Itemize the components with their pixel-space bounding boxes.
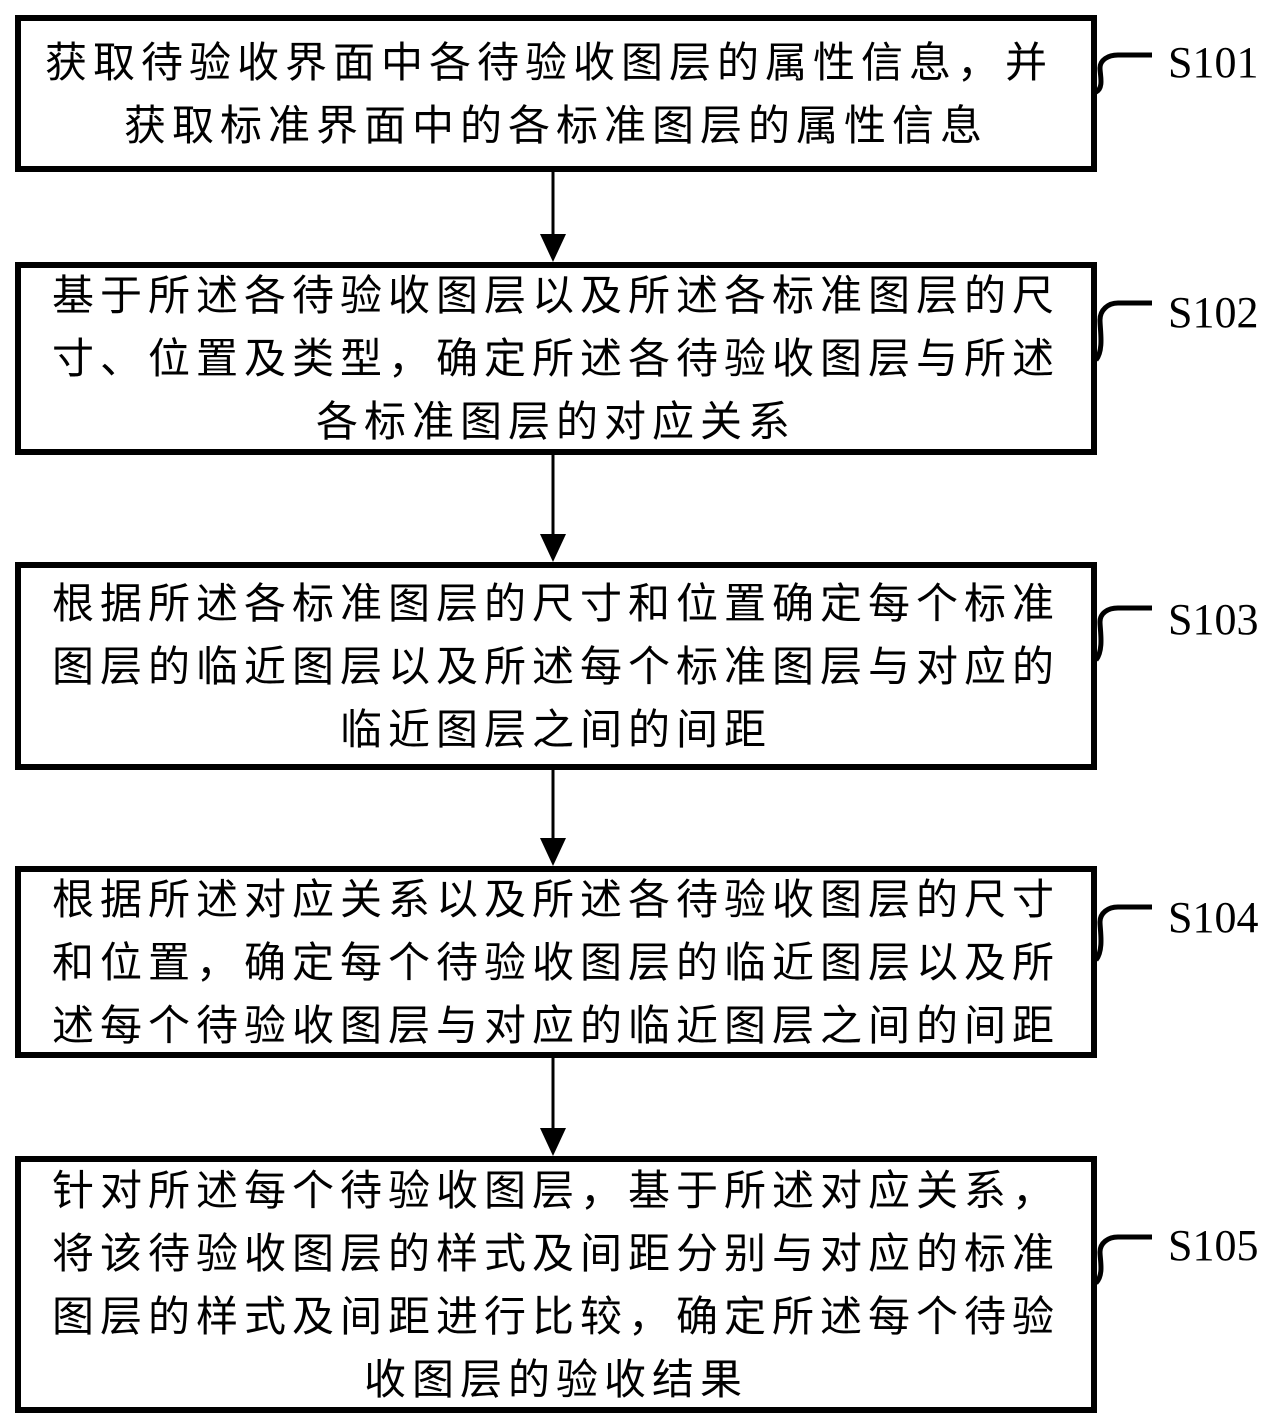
step-text-line: 基于所述各待验收图层以及所述各标准图层的尺 <box>51 271 1060 320</box>
arrowhead-icon <box>540 1128 566 1156</box>
arrow-s102-s103 <box>540 455 566 562</box>
step-box-s105: 针对所述每个待验收图层，基于所述对应关系， 将该待验收图层的样式及间距分别与对应… <box>15 1156 1097 1413</box>
step-label-s105: S105 <box>1168 1221 1259 1270</box>
step-text-line: 根据所述对应关系以及所述各待验收图层的尺寸 <box>51 874 1060 924</box>
leader-line-s102 <box>1093 300 1152 362</box>
step-label-s104: S104 <box>1168 893 1259 942</box>
step-label-s103: S103 <box>1168 595 1259 644</box>
arrow-s101-s102 <box>540 172 566 262</box>
step-text-s102: 基于所述各待验收图层以及所述各标准图层的尺 寸、位置及类型，确定所述各待验收图层… <box>31 264 1081 453</box>
step-text-line: 各标准图层的对应关系 <box>315 397 796 446</box>
arrowhead-icon <box>540 234 566 262</box>
step-text-line: 收图层的验收结果 <box>363 1354 748 1404</box>
arrow-s103-s104 <box>540 770 566 866</box>
arrow-s104-s105 <box>540 1058 566 1156</box>
step-text-line: 寸、位置及类型，确定所述各待验收图层与所述 <box>51 334 1060 383</box>
step-box-s101: 获取待验收界面中各待验收图层的属性信息，并 获取标准界面中的各标准图层的属性信息 <box>15 15 1097 172</box>
step-text-line: 图层的临近图层以及所述每个标准图层与对应的 <box>51 641 1060 691</box>
step-box-s104: 根据所述对应关系以及所述各待验收图层的尺寸 和位置，确定每个待验收图层的临近图层… <box>15 866 1097 1058</box>
step-text-line: 图层的样式及间距进行比较，确定所述每个待验 <box>51 1291 1060 1341</box>
step-label-s101: S101 <box>1168 38 1259 87</box>
step-text-line: 针对所述每个待验收图层，基于所述对应关系， <box>51 1165 1060 1215</box>
arrowhead-icon <box>540 534 566 562</box>
leader-line-s101 <box>1094 52 1152 95</box>
step-text-line: 根据所述各标准图层的尺寸和位置确定每个标准 <box>51 578 1060 628</box>
step-text-line: 获取标准界面中的各标准图层的属性信息 <box>123 100 988 150</box>
step-text-s103: 根据所述各标准图层的尺寸和位置确定每个标准 图层的临近图层以及所述每个标准图层与… <box>31 572 1081 761</box>
step-text-line: 临近图层之间的间距 <box>339 704 772 754</box>
step-label-s102: S102 <box>1168 288 1259 337</box>
leader-line-s104 <box>1093 904 1152 962</box>
step-box-s102: 基于所述各待验收图层以及所述各标准图层的尺 寸、位置及类型，确定所述各待验收图层… <box>15 262 1097 455</box>
step-text-line: 述每个待验收图层与对应的临近图层之间的间距 <box>51 1000 1060 1050</box>
leader-line-s103 <box>1093 605 1152 662</box>
step-text-line: 获取待验收界面中各待验收图层的属性信息，并 <box>45 37 1054 87</box>
arrowhead-icon <box>540 838 566 866</box>
step-text-line: 将该待验收图层的样式及间距分别与对应的标准 <box>51 1228 1060 1278</box>
step-text-s104: 根据所述对应关系以及所述各待验收图层的尺寸 和位置，确定每个待验收图层的临近图层… <box>31 868 1081 1057</box>
leader-line-s105 <box>1094 1234 1152 1285</box>
step-text-s105: 针对所述每个待验收图层，基于所述对应关系， 将该待验收图层的样式及间距分别与对应… <box>31 1159 1081 1411</box>
step-text-line: 和位置，确定每个待验收图层的临近图层以及所 <box>51 937 1060 987</box>
step-box-s103: 根据所述各标准图层的尺寸和位置确定每个标准 图层的临近图层以及所述每个标准图层与… <box>15 562 1097 770</box>
step-text-s101: 获取待验收界面中各待验收图层的属性信息，并 获取标准界面中的各标准图层的属性信息 <box>31 31 1081 157</box>
